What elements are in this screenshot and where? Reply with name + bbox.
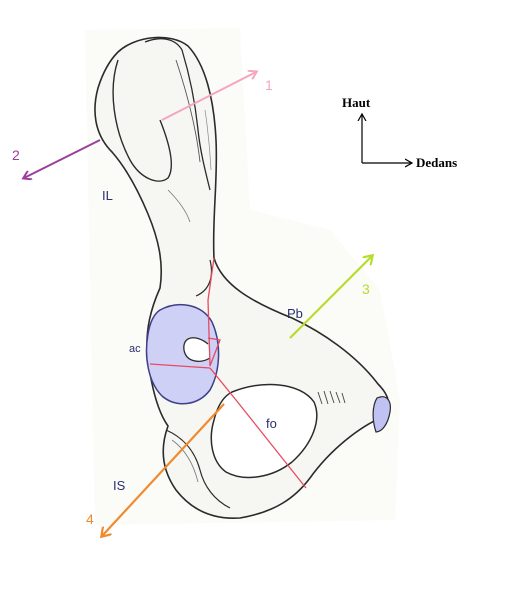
arrow-3-number: 3 — [362, 281, 370, 297]
ischium-sketch — [171, 439, 199, 483]
label-haut: Haut — [342, 95, 371, 110]
boundary-pb-is — [209, 367, 307, 489]
acetabulum — [145, 303, 220, 405]
label-ilium: IL — [102, 188, 113, 203]
arrow-1 — [161, 72, 256, 121]
iliac-sketch-2 — [167, 189, 191, 223]
arrow-1-number: 1 — [265, 77, 273, 93]
acetabular-notch — [183, 337, 211, 362]
arrow-2 — [24, 139, 101, 178]
label-acetabulum: ac — [129, 343, 141, 355]
arrow-3 — [289, 256, 372, 339]
boundary-il-pb — [207, 257, 215, 367]
iliac-crest-top — [144, 38, 211, 191]
label-pubis: Pb — [287, 306, 303, 321]
arrow-4-number: 4 — [86, 511, 94, 527]
pubic-hatching — [317, 390, 346, 405]
iliac-crest-inner — [112, 59, 172, 182]
label-dedans: Dedans — [416, 155, 457, 170]
iliac-sketch-1 — [175, 59, 201, 163]
arrow-2-number: 2 — [12, 147, 20, 163]
iliac-sketch-3 — [204, 109, 212, 171]
pubic-symphysis — [372, 396, 391, 433]
obturator-foramen — [210, 383, 318, 479]
label-ischium: IS — [113, 478, 126, 493]
bone-boundaries — [149, 257, 307, 489]
arrow-4 — [102, 403, 225, 536]
boundary-ac-inner — [207, 337, 221, 367]
boundary-ac-is — [149, 363, 211, 369]
ischium-contour — [165, 429, 231, 509]
orientation-indicator: Haut Dedans — [342, 95, 457, 170]
sciatic-notch-detail — [195, 259, 213, 297]
label-obturator-foramen: fo — [266, 416, 277, 431]
